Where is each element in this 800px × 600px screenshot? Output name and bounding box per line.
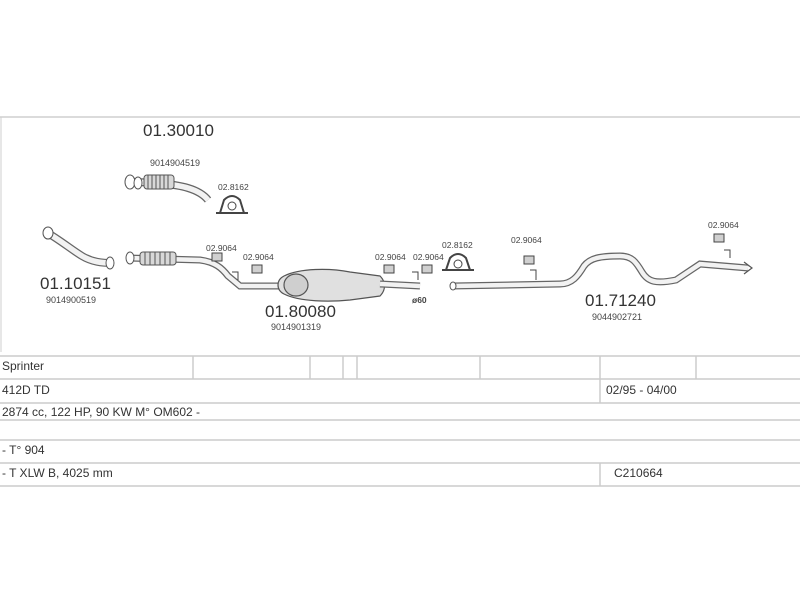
- clamp-c6-drawing: [442, 253, 474, 271]
- front-pipe-upper-drawing: [124, 174, 212, 203]
- oem-number-front-pipe: 9014900519: [46, 295, 97, 305]
- table-row-2-left: 412D TD: [2, 383, 50, 397]
- table-row-5-right: C210664: [614, 466, 663, 480]
- part-code-middle-silencer: 01.80080: [265, 302, 336, 321]
- intermediate-pipe-drawing: [125, 251, 288, 290]
- clamp-c1-drawing: [216, 195, 248, 214]
- clamp-label-c7: 02.9064: [511, 235, 542, 245]
- table-row-3-left: 2874 cc, 122 HP, 90 KW M° OM602 -: [2, 405, 200, 419]
- part-code-front-pipe: 01.10151: [40, 274, 111, 293]
- part-code-front-pipe-upper: 01.30010: [143, 121, 214, 140]
- clamp-label-c8: 02.9064: [708, 220, 739, 230]
- table-row-5-left: - T XLW B, 4025 mm: [2, 466, 113, 480]
- rear-silencer-pipe-drawing: [449, 252, 753, 291]
- clamp-label-c5: 02.9064: [413, 252, 444, 262]
- info-table-grid: [0, 355, 800, 487]
- table-row-1-left: Sprinter: [2, 359, 45, 373]
- clamp-label-c6: 02.8162: [442, 240, 473, 250]
- hanger-clamps-drawing: [211, 233, 731, 280]
- oem-number-middle-silencer: 9014901319: [271, 322, 322, 332]
- clamp-label-c3: 02.9064: [243, 252, 274, 262]
- oem-number-rear-silencer: 9044902721: [592, 312, 643, 322]
- part-code-rear-silencer: 01.71240: [585, 291, 656, 310]
- clamp-label-c4: 02.9064: [375, 252, 406, 262]
- clamp-label-c2: 02.9064: [206, 243, 237, 253]
- clamp-label-c1: 02.8162: [218, 182, 249, 192]
- oem-number-front-pipe-upper: 9014904519: [150, 158, 201, 168]
- table-row-4-left: - T° 904: [2, 443, 45, 457]
- middle-silencer-drawing: [277, 268, 421, 302]
- table-row-2-right: 02/95 - 04/00: [606, 383, 677, 397]
- diameter-note: ø60: [412, 295, 427, 305]
- front-pipe-drawing: [42, 226, 115, 270]
